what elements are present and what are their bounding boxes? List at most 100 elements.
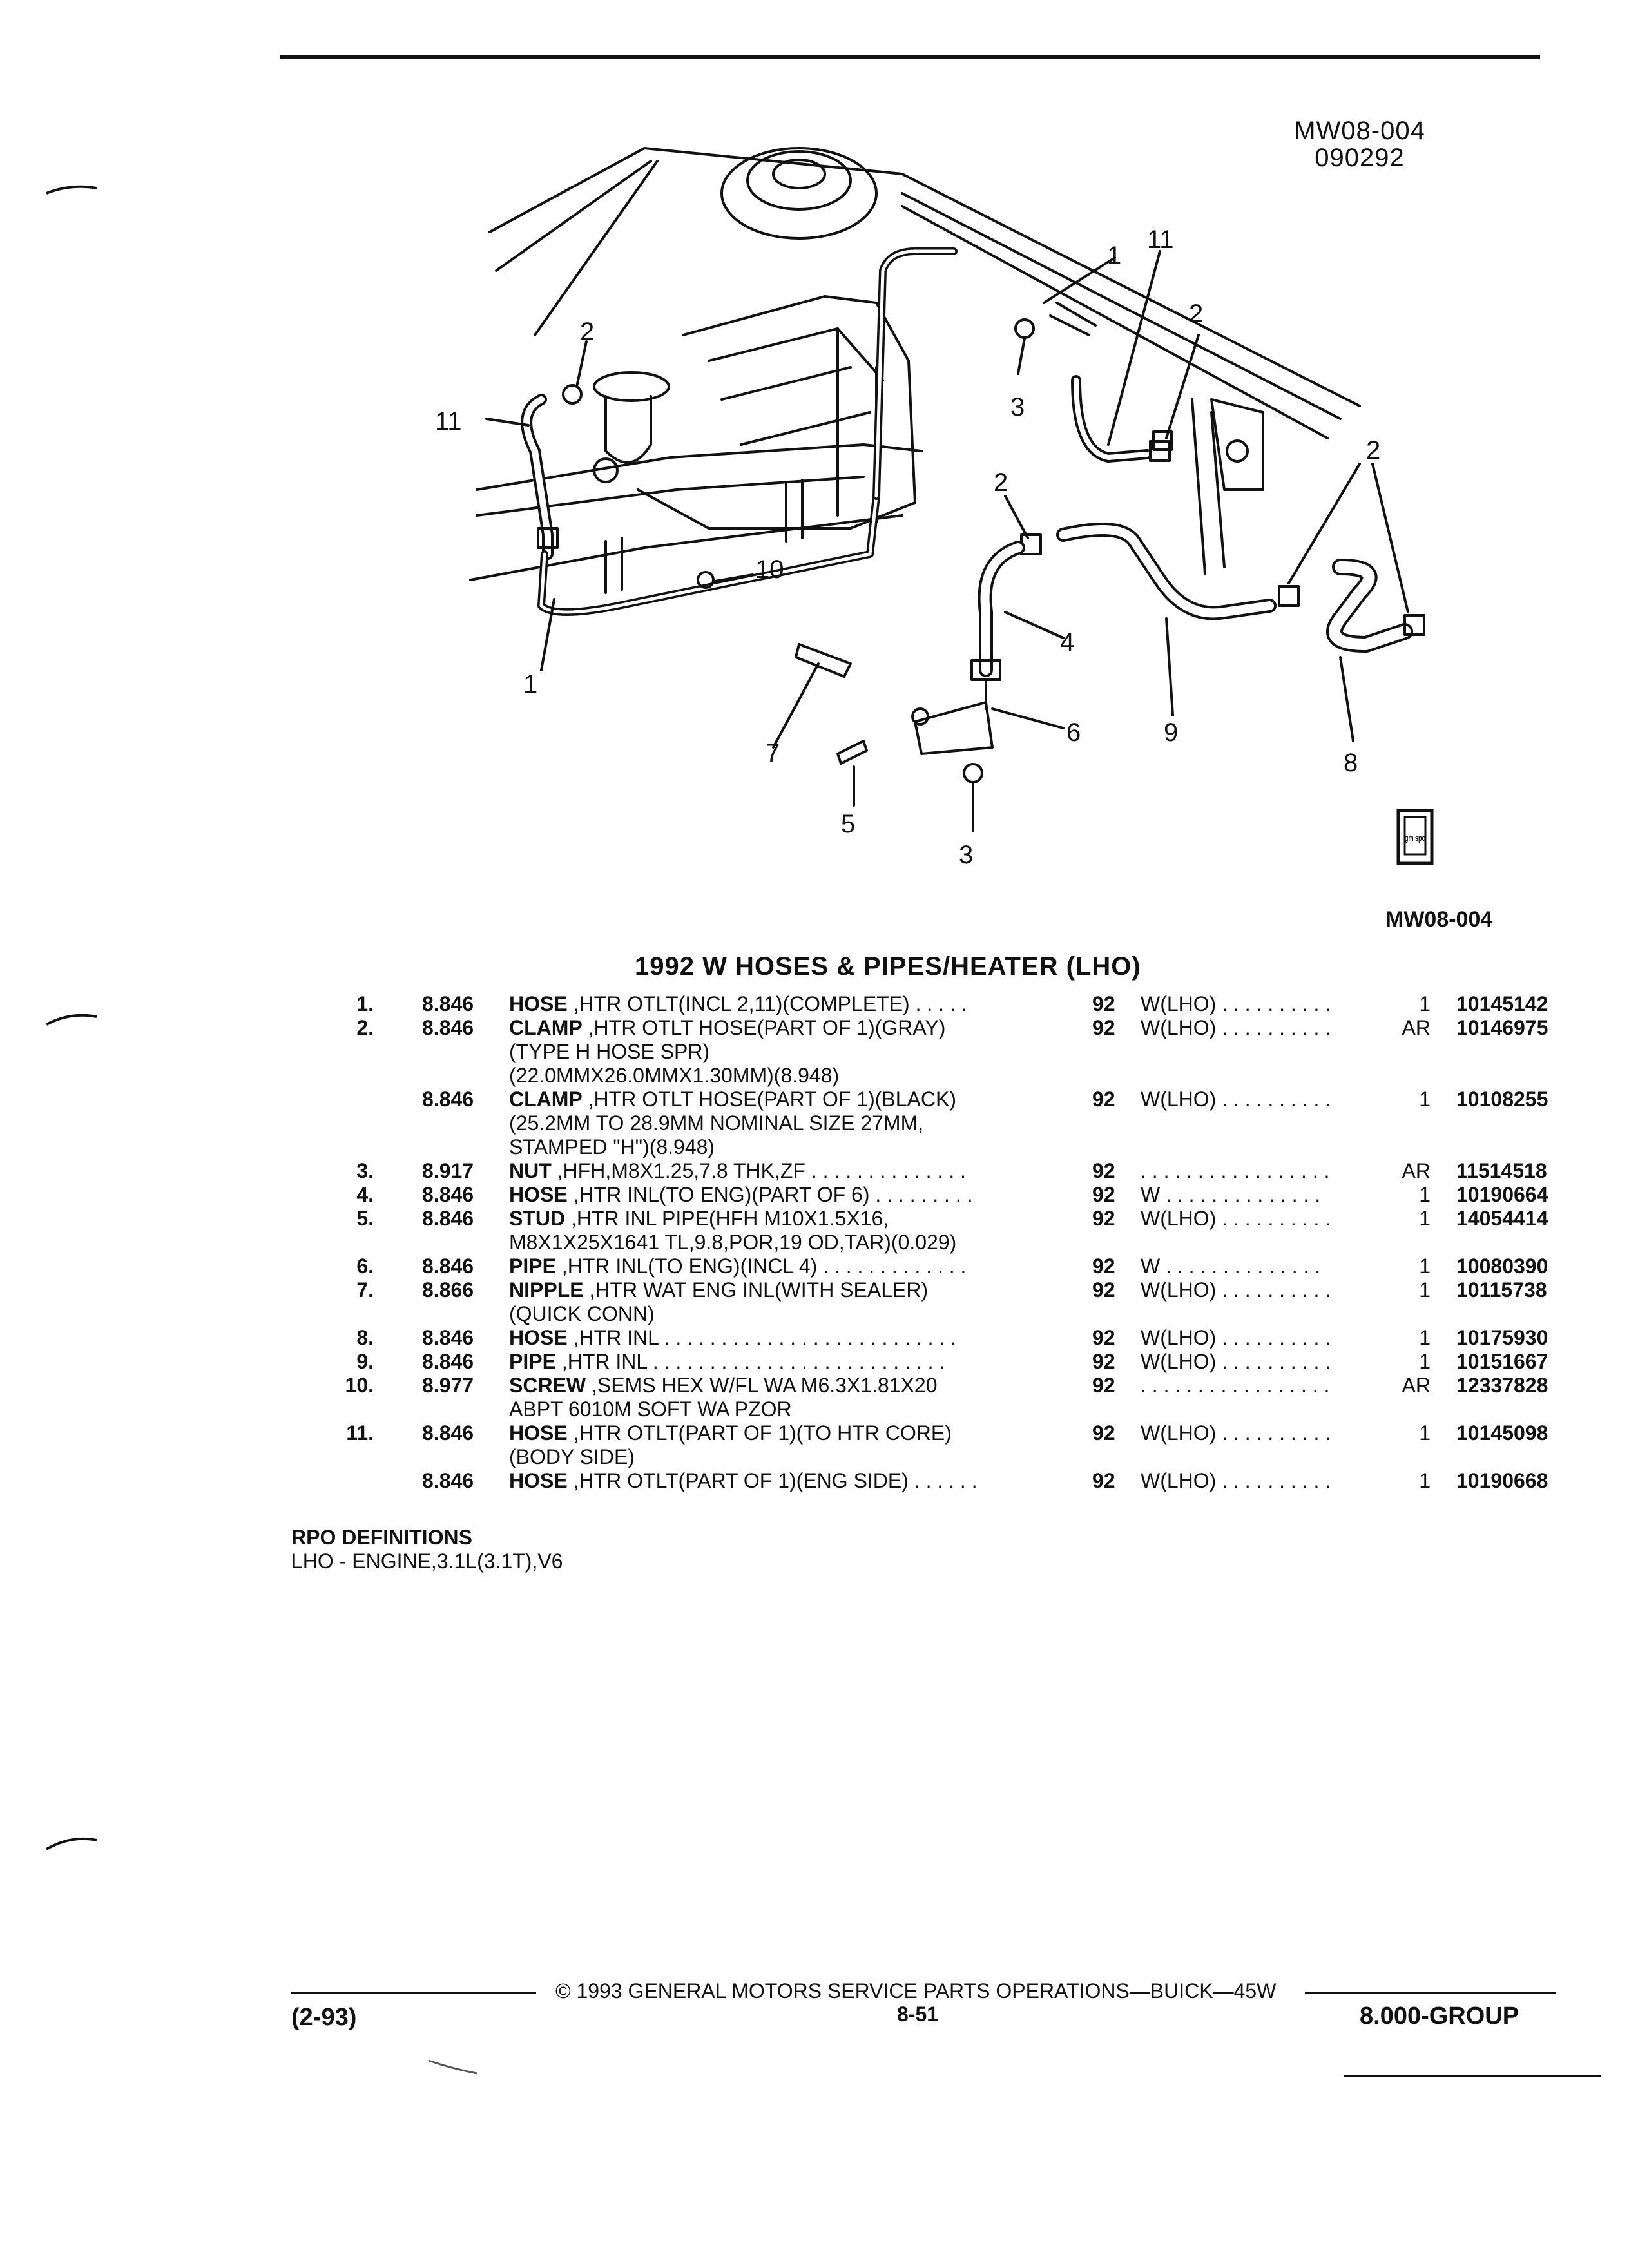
part-number: 10190664	[1456, 1183, 1548, 1206]
model-code: W(LHO) . . . . . . . . . .	[1141, 992, 1331, 1015]
group-number: 8.917	[422, 1159, 474, 1182]
callout-2-right-a: 2	[1366, 436, 1380, 465]
part-number: 10115738	[1456, 1278, 1547, 1302]
part-number: 10145142	[1456, 992, 1548, 1015]
part-name: NUT	[509, 1159, 552, 1182]
group-number: 8.846	[422, 1016, 474, 1039]
model-code: W . . . . . . . . . . . . . .	[1141, 1183, 1321, 1206]
model-code: W(LHO) . . . . . . . . . .	[1141, 1421, 1331, 1445]
part-name: CLAMP	[509, 1088, 583, 1111]
part-detail: ,SEMS HEX W/FL WA M6.3X1.81X20	[586, 1374, 938, 1397]
part-description: HOSE ,HTR OTLT(PART OF 1)(ENG SIDE) . . …	[509, 1469, 978, 1493]
quantity: AR	[1402, 1159, 1431, 1182]
footer-date: (2-93)	[291, 2004, 357, 2031]
part-number: 10151667	[1456, 1350, 1548, 1373]
model-year: 92	[1092, 992, 1115, 1015]
rpo-definitions: RPO DEFINITIONS LHO - ENGINE,3.1L(3.1T),…	[291, 1526, 563, 1573]
part-detail: ,HTR OTLT(PART OF 1)(TO HTR CORE)	[567, 1421, 952, 1445]
model-code: W(LHO) . . . . . . . . . .	[1141, 1469, 1331, 1492]
part-name: PIPE	[509, 1254, 556, 1278]
part-description: PIPE ,HTR INL . . . . . . . . . . . . . …	[509, 1350, 945, 1374]
model-code: W(LHO) . . . . . . . . . .	[1141, 1350, 1331, 1373]
parts-row: (BODY SIDE)	[284, 1445, 1579, 1469]
group-number: 8.846	[422, 1421, 474, 1445]
model-code: W(LHO) . . . . . . . . . .	[1141, 1207, 1331, 1230]
group-number: 8.846	[422, 1469, 474, 1492]
part-number: 14054414	[1456, 1207, 1548, 1230]
model-year: 92	[1092, 1278, 1115, 1302]
callout-6: 6	[1066, 718, 1081, 747]
callout-9: 9	[1164, 718, 1178, 747]
part-description: HOSE ,HTR OTLT(INCL 2,11)(COMPLETE) . . …	[509, 992, 967, 1016]
model-year: 92	[1092, 1326, 1115, 1349]
quantity: 1	[1419, 1088, 1431, 1111]
callout-2-left: 2	[580, 318, 594, 346]
model-year: 92	[1092, 1016, 1115, 1039]
model-code: W(LHO) . . . . . . . . . .	[1141, 1278, 1331, 1302]
quantity: 1	[1419, 1254, 1431, 1278]
part-description: STAMPED "H")(8.948)	[509, 1135, 715, 1159]
part-name: SCREW	[509, 1374, 586, 1397]
item-number: 6.	[356, 1254, 374, 1278]
top-rule	[280, 55, 1540, 59]
part-description: CLAMP ,HTR OTLT HOSE(PART OF 1)(BLACK)	[509, 1088, 956, 1111]
parts-row: M8X1X25X1641 TL,9.8,POR,19 OD,TAR)(0.029…	[284, 1231, 1579, 1254]
bottom-rule-right	[1344, 2075, 1601, 2077]
item-number: 9.	[356, 1350, 374, 1373]
part-name: PIPE	[509, 1350, 556, 1373]
part-number: 10175930	[1456, 1326, 1548, 1349]
item-number: 1.	[356, 992, 374, 1015]
footer-copyright: © 1993 GENERAL MOTORS SERVICE PARTS OPER…	[555, 1979, 1277, 2003]
model-year: 92	[1092, 1254, 1115, 1278]
parts-row: STAMPED "H")(8.948)	[284, 1135, 1579, 1159]
part-description: (25.2MM TO 28.9MM NOMINAL SIZE 27MM,	[509, 1111, 923, 1135]
part-number: 10146975	[1456, 1016, 1548, 1039]
part-description: PIPE ,HTR INL(TO ENG)(INCL 4) . . . . . …	[509, 1254, 966, 1278]
part-description: (QUICK CONN)	[509, 1302, 655, 1326]
part-detail: M8X1X25X1641 TL,9.8,POR,19 OD,TAR)(0.029…	[509, 1231, 957, 1254]
figure-date: 090292	[1315, 144, 1405, 172]
quantity: AR	[1402, 1016, 1431, 1039]
parts-row: (QUICK CONN)	[284, 1302, 1579, 1326]
model-code: W . . . . . . . . . . . . . .	[1141, 1254, 1321, 1278]
part-detail: ,HTR OTLT(INCL 2,11)(COMPLETE) . . . . .	[567, 992, 967, 1015]
callout-2-upper-right: 2	[1189, 300, 1203, 328]
callout-11-right: 11	[1147, 226, 1174, 254]
callout-5: 5	[841, 810, 855, 838]
figure-code: MW08-004	[1294, 117, 1425, 145]
callout-3-top: 3	[1010, 393, 1025, 421]
callout-3-bottom: 3	[959, 841, 973, 869]
model-year: 92	[1092, 1207, 1115, 1230]
part-detail: ,HTR INL(TO ENG)(PART OF 6) . . . . . . …	[567, 1183, 973, 1206]
group-number: 8.846	[422, 1207, 474, 1230]
part-name: HOSE	[509, 1469, 568, 1492]
callout-7: 7	[766, 739, 780, 767]
part-name: CLAMP	[509, 1016, 583, 1039]
part-name: NIPPLE	[509, 1278, 584, 1302]
quantity: 1	[1419, 1207, 1431, 1230]
item-number: 7.	[356, 1278, 374, 1302]
group-number: 8.977	[422, 1374, 474, 1397]
part-number: 10145098	[1456, 1421, 1548, 1445]
quantity: 1	[1419, 1421, 1431, 1445]
section-title: 1992 W HOSES & PIPES/HEATER (LHO)	[635, 952, 1141, 981]
callout-4: 4	[1060, 628, 1074, 657]
part-description: M8X1X25X1641 TL,9.8,POR,19 OD,TAR)(0.029…	[509, 1231, 956, 1254]
callout-11-left: 11	[435, 407, 462, 436]
part-detail: (BODY SIDE)	[509, 1445, 635, 1468]
part-description: HOSE ,HTR INL . . . . . . . . . . . . . …	[509, 1326, 956, 1350]
group-number: 8.866	[422, 1278, 474, 1302]
quantity: 1	[1419, 1469, 1431, 1492]
part-detail: (22.0MMX26.0MMX1.30MM)(8.948)	[509, 1064, 840, 1087]
part-number: 10190668	[1456, 1469, 1548, 1492]
callout-2-center: 2	[994, 468, 1008, 497]
part-detail: ,HTR INL(TO ENG)(INCL 4) . . . . . . . .…	[555, 1254, 967, 1278]
part-detail: ,HTR OTLT HOSE(PART OF 1)(GRAY)	[582, 1016, 946, 1039]
group-number: 8.846	[422, 1254, 474, 1278]
